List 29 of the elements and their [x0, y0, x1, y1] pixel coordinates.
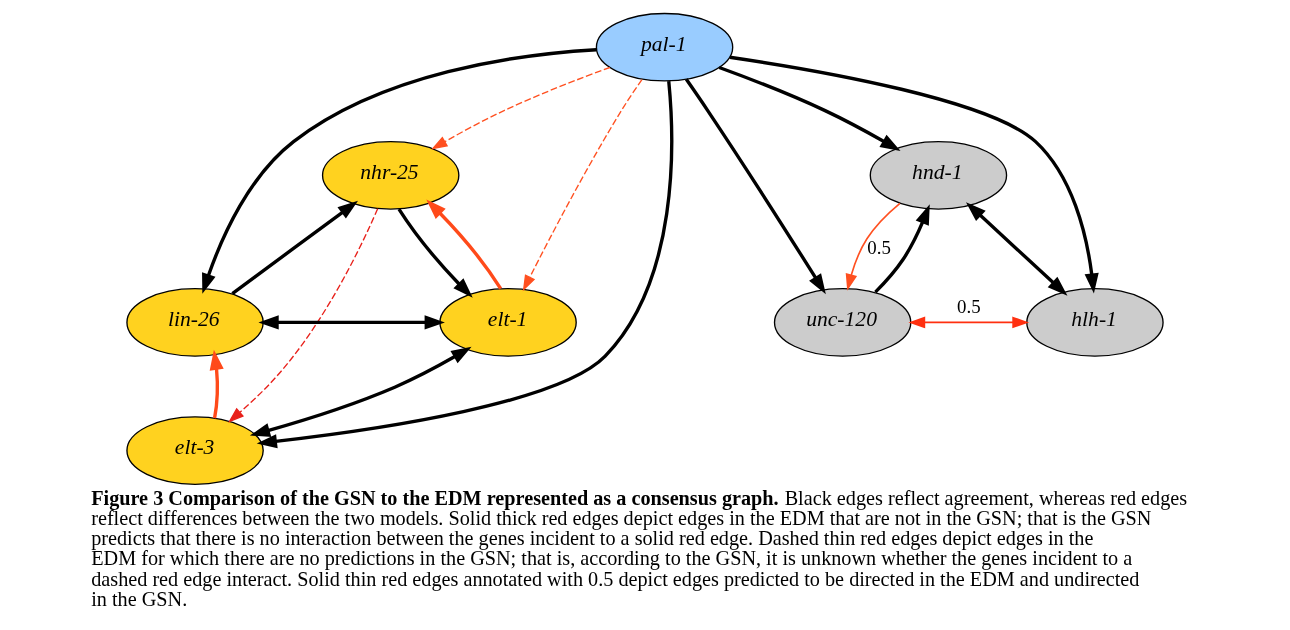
arrow — [256, 80, 674, 449]
edge-label: 0.5 — [867, 236, 891, 258]
node-ellipse: elt-3 — [126, 416, 264, 485]
node-ellipse: lin-26 — [126, 288, 264, 357]
arrow — [431, 66, 611, 150]
node-ellipse: elt-1 — [439, 288, 577, 357]
caption: Figure 3 Comparison of the GSN to the EDM represented as a consensus graph. Black edges reflect agreement, whereas red edges reflect differences between the two models. Solid thick red edges depict edges in the EDM that are not in the GSN; that is the GSN predicts that there is no interaction between the genes incident to a solid red edge. Dashed thin red edges depict edges in the EDM for which there are no predictions in the GSN; that is, according to the GSN, it is unknown whether the genes incident to a dashed red edge interact. Solid thin red edges annotated with 0.5 depict edges predicted to be directed in the EDM and undirected in the GSN. — [91, 486, 1188, 610]
arrow — [249, 346, 472, 437]
arrow — [845, 202, 901, 291]
arrow — [397, 208, 473, 298]
arrow — [966, 202, 1068, 296]
edge-label: 0.5 — [956, 296, 981, 318]
arrow — [908, 316, 1030, 329]
arrow — [729, 55, 1099, 294]
arrow — [231, 200, 358, 295]
arrow — [684, 78, 826, 295]
node-ellipse: hlh-1 — [1026, 288, 1164, 357]
arrow — [202, 48, 597, 294]
arrow — [718, 65, 901, 152]
arrow — [426, 199, 503, 290]
arrow — [209, 349, 224, 419]
node-ellipse: hnd-1 — [869, 140, 1008, 210]
arrow — [228, 208, 379, 423]
node-ellipse: unc-120 — [773, 288, 912, 357]
node-ellipse: nhr-25 — [321, 140, 460, 210]
arrow — [874, 204, 930, 294]
arrow — [258, 315, 445, 330]
arrow — [522, 79, 643, 292]
node-ellipse: pal-1 — [595, 12, 734, 82]
